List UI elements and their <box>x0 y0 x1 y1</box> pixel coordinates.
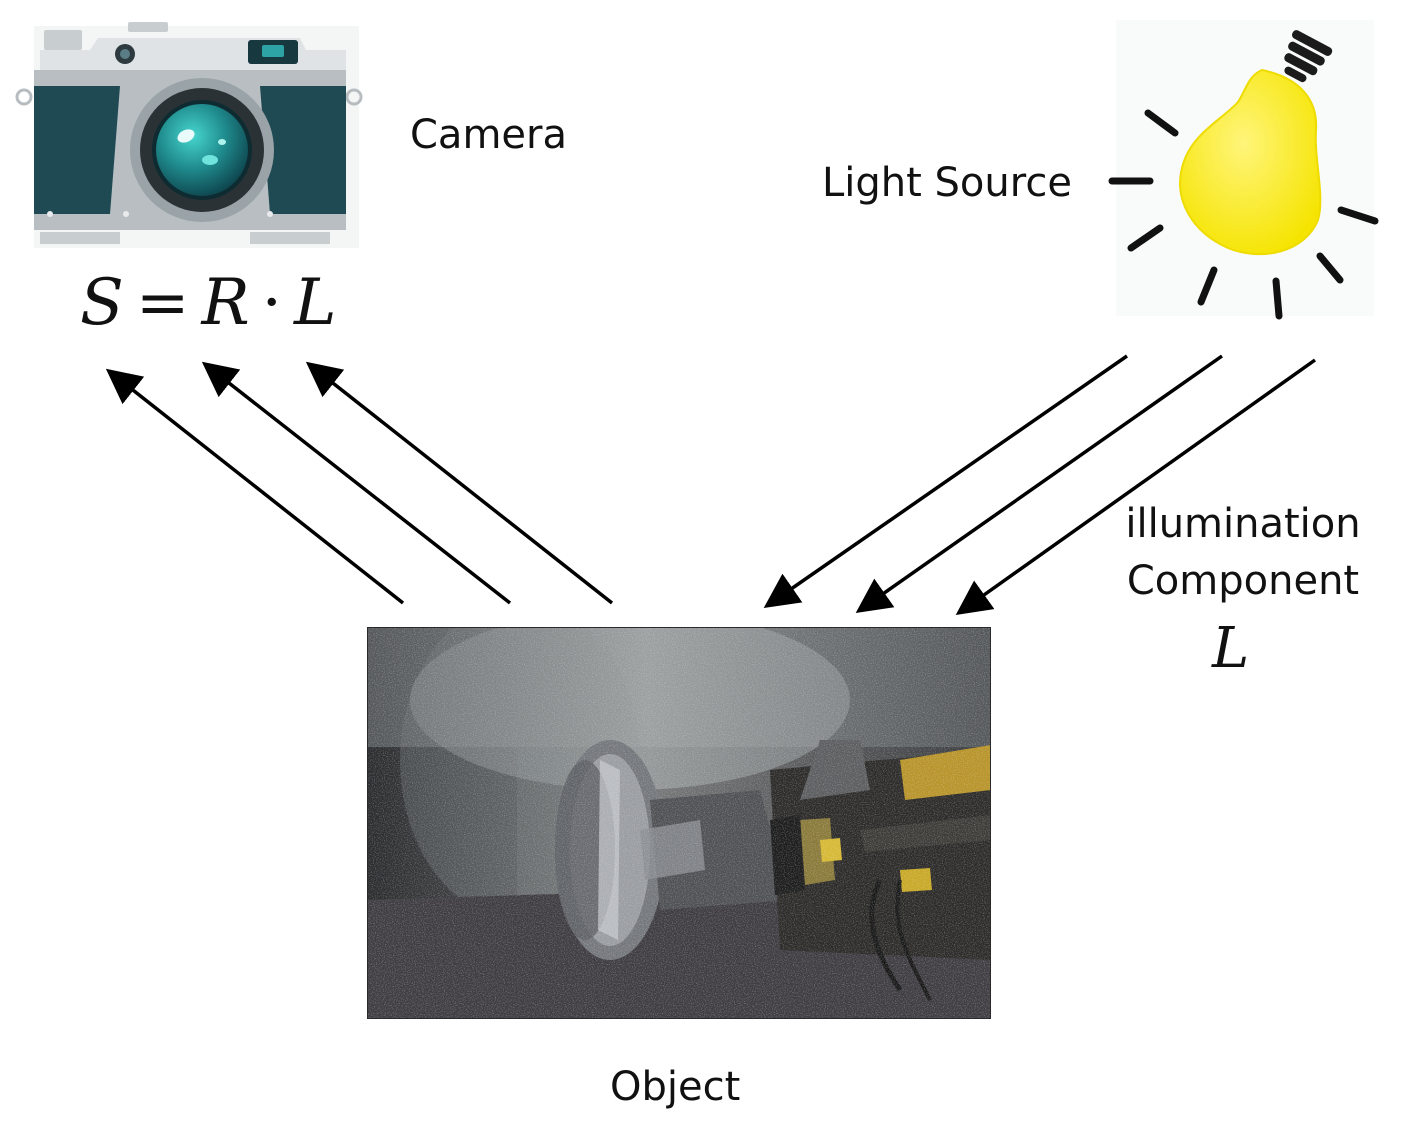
object-image <box>367 627 991 1019</box>
object-label: Object <box>610 1064 741 1110</box>
formula-s: S <box>80 266 124 340</box>
retinex-formula: S=R·L <box>80 266 337 340</box>
light-bulb-icon <box>1108 20 1379 320</box>
formula-dot: · <box>261 266 282 340</box>
illumination-label-line1: illumination <box>1125 501 1361 547</box>
formula-l: L <box>294 266 337 340</box>
formula-equals: = <box>135 266 190 340</box>
reflected-arrow-1 <box>105 368 405 605</box>
light-source-label: Light Source <box>822 160 1072 206</box>
camera-label: Camera <box>410 112 567 158</box>
camera-icon <box>15 22 363 248</box>
illumination-component-label: illumination Component <box>1118 496 1368 610</box>
formula-r: R <box>201 266 250 340</box>
incident-arrows <box>763 354 1317 616</box>
reflected-arrows <box>105 361 614 605</box>
illumination-symbol: L <box>1212 616 1250 681</box>
reflected-arrow-3 <box>305 361 614 605</box>
incident-arrow-2 <box>855 354 1224 614</box>
illumination-label-line2: Component <box>1126 558 1360 604</box>
reflected-arrow-2 <box>201 361 512 605</box>
incident-arrow-3 <box>955 358 1317 616</box>
incident-arrow-1 <box>763 354 1128 608</box>
